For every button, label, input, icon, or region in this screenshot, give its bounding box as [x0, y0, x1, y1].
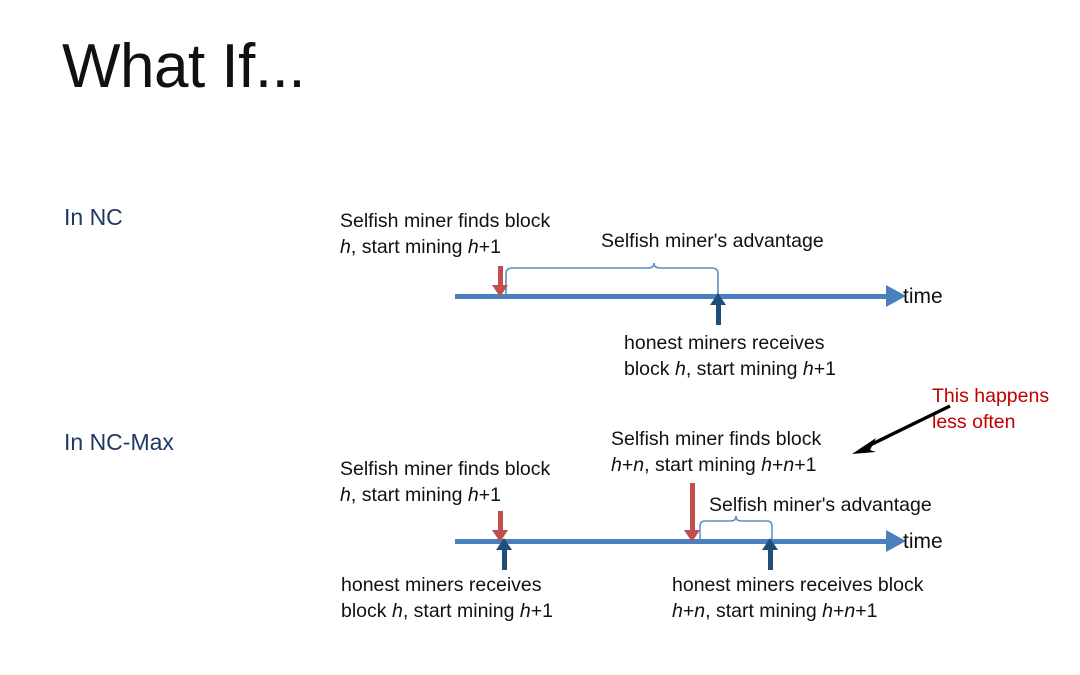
section-label-in-nc: In NC	[64, 204, 123, 230]
nc-max-honest-first-line1: honest miners receives	[341, 574, 542, 596]
nc-selfish-caption-end: +1	[478, 236, 501, 259]
nc-max-note-line1: This happens	[932, 385, 1050, 407]
note-pointer-arrow-icon	[852, 404, 951, 454]
page-title: What If...	[62, 32, 306, 101]
nc-brace-label: Selfish miner's advantage	[601, 230, 824, 252]
nc-max-brace-label: Selfish miner's advantage	[709, 494, 932, 516]
nc-advantage-brace	[505, 262, 719, 298]
nc-selfish-caption-h2: h	[467, 236, 479, 259]
nc-max-honest-first-h2: h	[519, 600, 531, 623]
nc-max-selfish-second-h2: h	[761, 454, 773, 477]
nc-max-selfish-second-plus2: +	[772, 454, 784, 477]
nc-max-honest-first-caption: honest miners receives block h, start mi…	[341, 572, 553, 625]
nc-max-honest-second-line1: honest miners receives block	[672, 574, 924, 596]
nc-max-selfish-second-plus: +	[621, 454, 634, 477]
nc-max-selfish-second-line1: Selfish miner finds block	[611, 428, 822, 450]
nc-max-honest-first-h: h	[391, 600, 403, 623]
nc-selfish-caption-line1: Selfish miner finds block	[340, 210, 551, 232]
nc-honest-caption-h2: h	[802, 358, 814, 381]
nc-selfish-caption: Selfish miner finds block h, start minin…	[340, 208, 550, 261]
nc-max-selfish-first-caption: Selfish miner finds block h, start minin…	[340, 456, 550, 509]
nc-max-note-line2: less often	[932, 411, 1016, 434]
nc-max-selfish-second-n: n	[633, 454, 645, 477]
nc-max-honest-first-pre: block	[341, 600, 392, 623]
nc-selfish-caption-mid: , start mining	[350, 236, 468, 259]
nc-max-selfish-second-caption: Selfish miner finds block h+n, start min…	[611, 426, 821, 479]
nc-max-honest-second-caption: honest miners receives block h+n, start …	[672, 572, 923, 625]
nc-honest-caption-mid: , start mining	[685, 358, 803, 381]
nc-max-advantage-brace	[699, 515, 773, 540]
nc-max-honest-second-plus2: +	[833, 600, 845, 623]
nc-max-timeline-arrowhead	[886, 530, 906, 552]
nc-max-honest-second-n2: n	[844, 600, 856, 623]
nc-max-timeline-time-label: time	[903, 530, 943, 553]
nc-max-selfish-first-h2: h	[467, 484, 479, 507]
nc-max-honest-second-plus: +	[682, 600, 695, 623]
section-label-in-nc-max: In NC-Max	[64, 429, 174, 455]
nc-max-honest-second-mid: , start mining	[705, 600, 823, 623]
nc-selfish-caption-h1: h	[340, 236, 351, 259]
nc-max-honest-second-h: h	[672, 600, 683, 623]
nc-honest-caption-pre: block	[624, 358, 675, 381]
nc-max-honest-second-h2: h	[822, 600, 834, 623]
nc-max-selfish-first-end: +1	[478, 484, 501, 507]
nc-max-honest-first-end: +1	[530, 600, 553, 623]
nc-max-selfish-second-mid: , start mining	[644, 454, 762, 477]
nc-max-selfish-first-h: h	[340, 484, 351, 507]
nc-max-timeline-axis	[455, 539, 888, 544]
nc-max-selfish-first-mid: , start mining	[350, 484, 468, 507]
nc-honest-caption-end: +1	[813, 358, 836, 381]
nc-max-selfish-second-end: +1	[794, 454, 817, 477]
nc-max-selfish-second-n2: n	[783, 454, 795, 477]
nc-max-honest-first-mid: , start mining	[402, 600, 520, 623]
nc-max-selfish-first-line1: Selfish miner finds block	[340, 458, 551, 480]
nc-honest-caption: honest miners receives block h, start mi…	[624, 330, 836, 383]
nc-max-honest-second-n: n	[694, 600, 706, 623]
nc-honest-caption-line1: honest miners receives	[624, 332, 825, 354]
nc-timeline-time-label: time	[903, 285, 943, 308]
nc-max-honest-second-end: +1	[855, 600, 878, 623]
nc-max-selfish-second-h: h	[611, 454, 622, 477]
nc-max-note: This happens less often	[932, 383, 1049, 436]
nc-honest-caption-h1: h	[674, 358, 686, 381]
nc-timeline-axis	[455, 294, 888, 299]
nc-timeline-arrowhead	[886, 285, 906, 307]
